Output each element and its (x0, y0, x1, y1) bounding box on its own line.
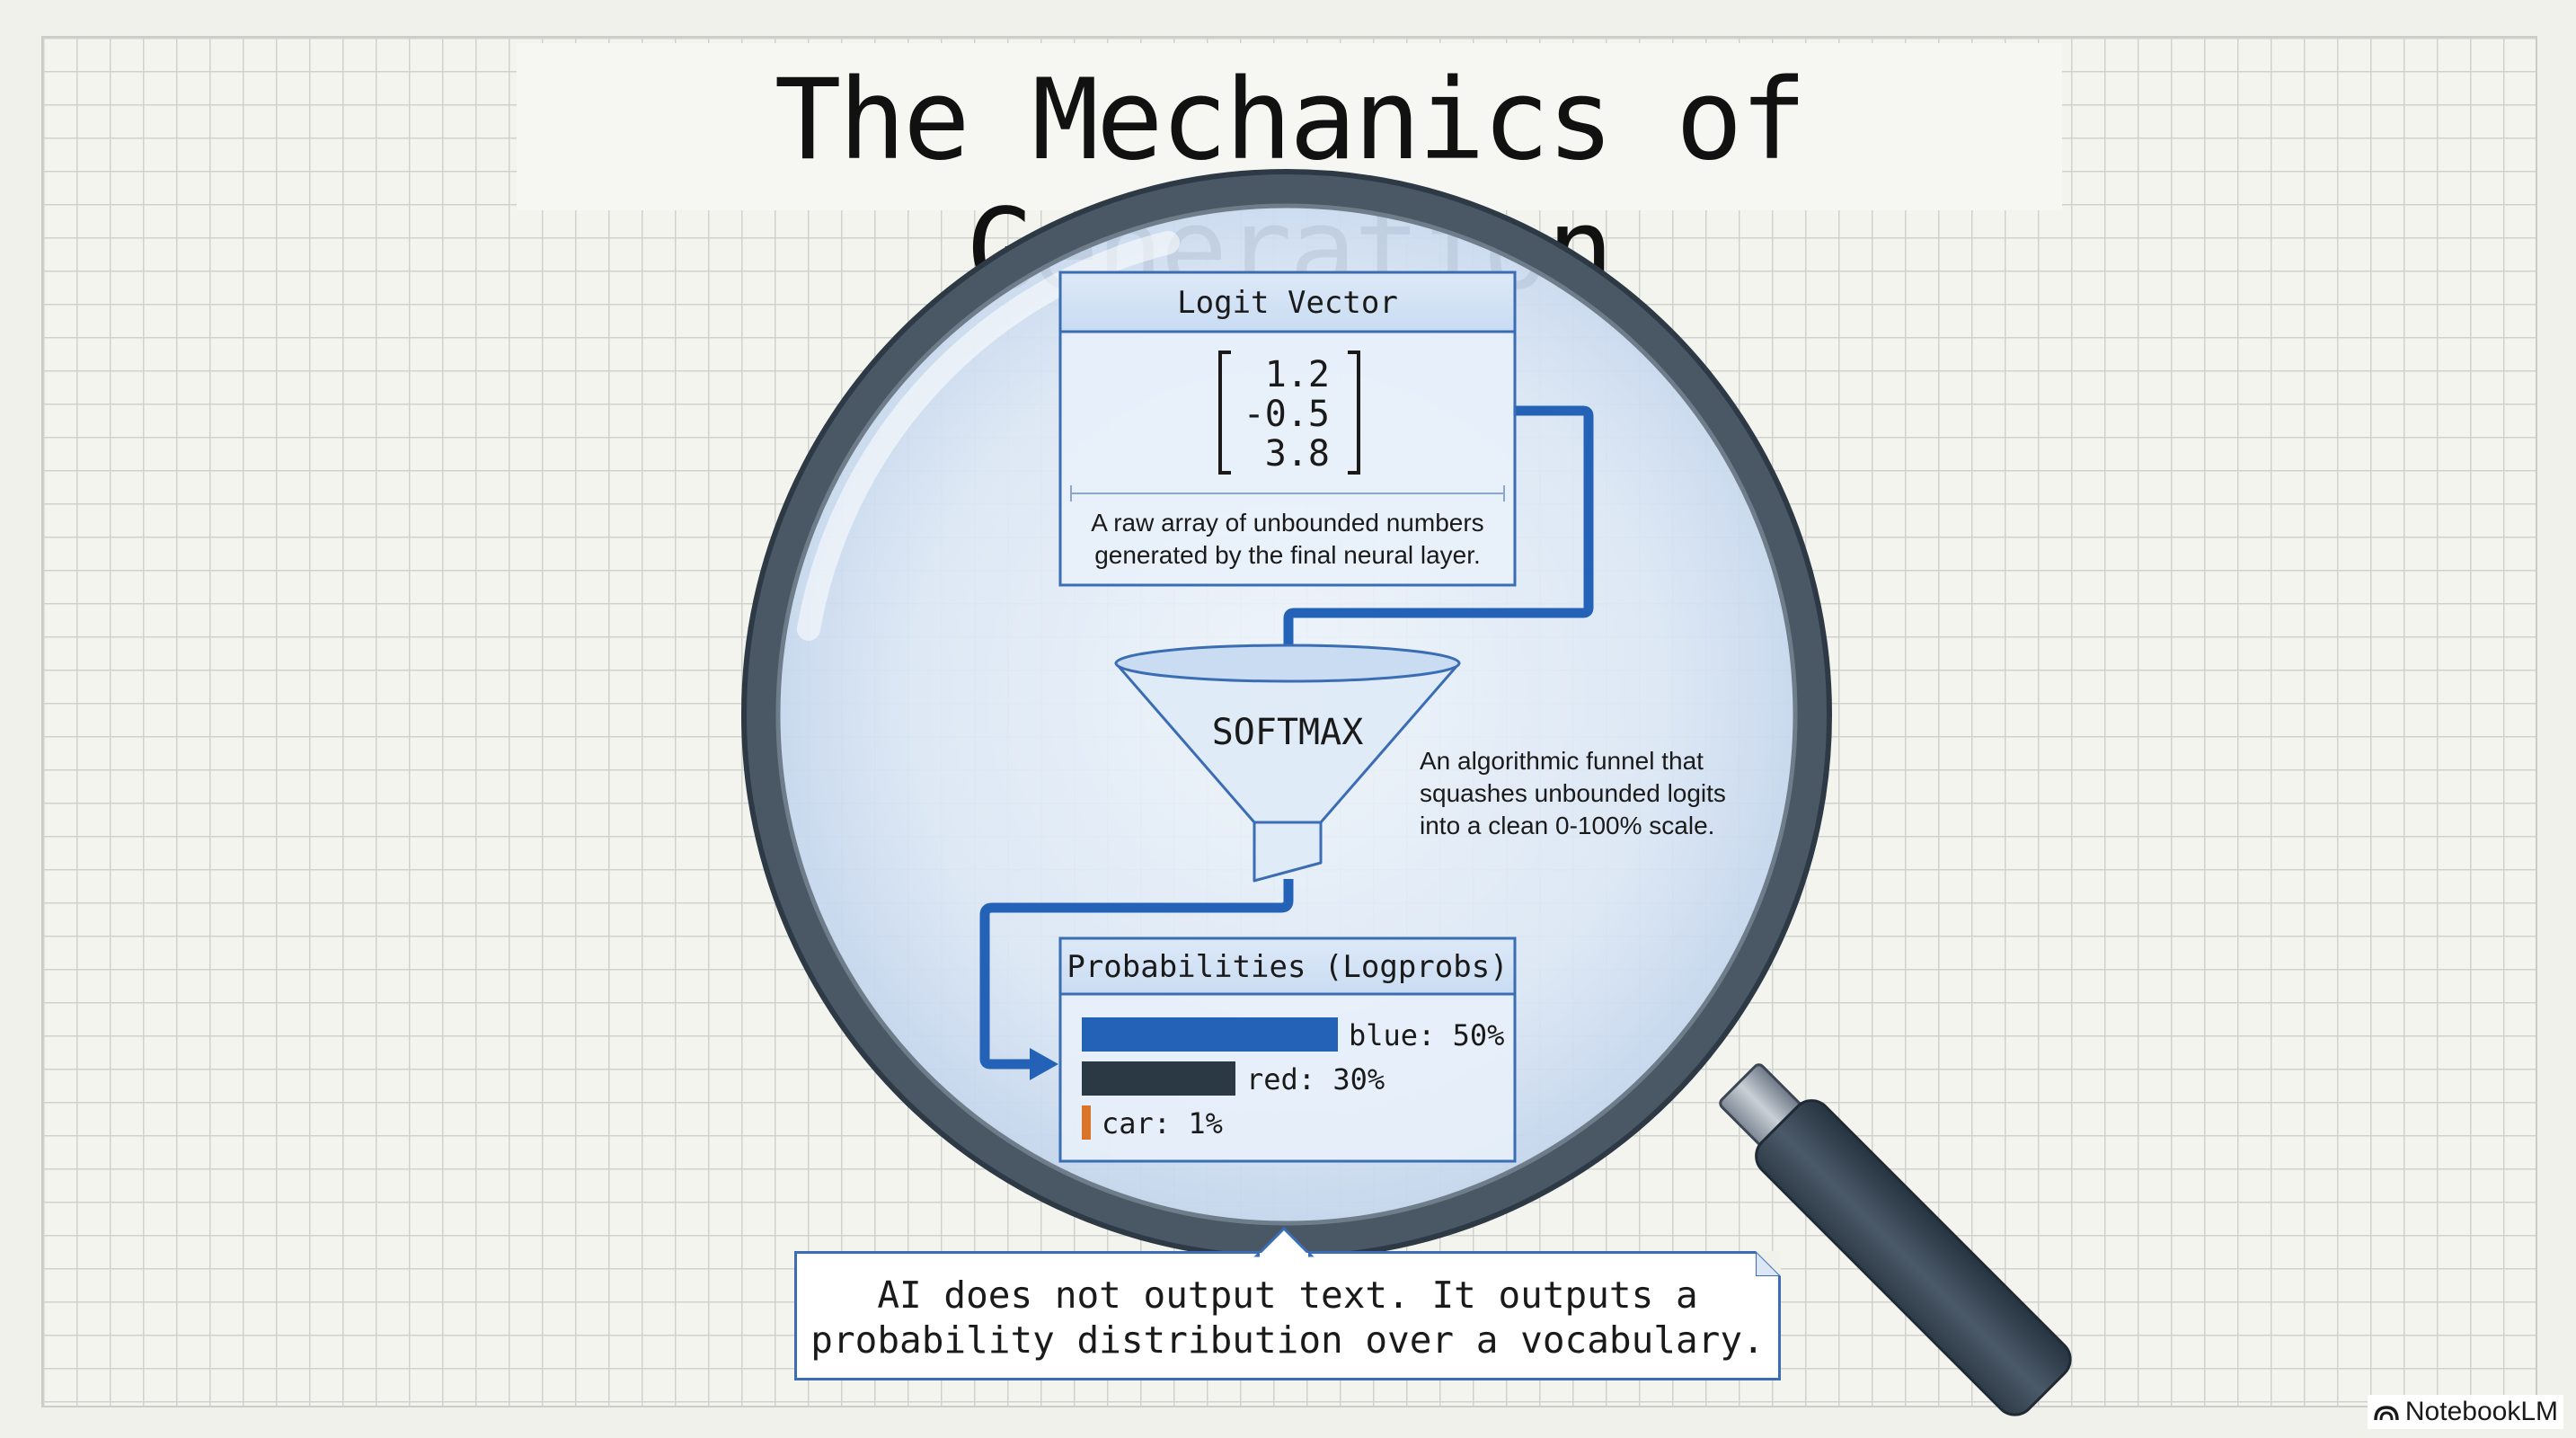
probability-bar (1082, 1105, 1091, 1140)
logit-description: A raw array of unbounded numbers (1091, 509, 1483, 537)
softmax-description: into a clean 0-100% scale. (1420, 812, 1714, 839)
matrix-right-bracket (1348, 351, 1360, 475)
connector-logits-to-softmax (1283, 405, 1594, 656)
connector-softmax-to-probabilities (979, 879, 1294, 1070)
logit-value: 3.8 (1265, 433, 1330, 475)
probability-label: car: 1% (1102, 1106, 1223, 1141)
probabilities-box: Probabilities (Logprobs) blue: 50% red: 3… (1058, 936, 1517, 1163)
matrix-left-bracket (1218, 351, 1231, 475)
softmax-description: An algorithmic funnel that (1420, 747, 1704, 775)
logit-vector-box: Logit Vector 1.2 -0.5 3.8 A raw array of… (1058, 271, 1517, 587)
probability-bars: blue: 50% red: 30% car: 1% (1082, 1017, 1504, 1141)
magnifier-handle (1719, 1063, 2072, 1416)
caption-line: AI does not output text. It outputs a (877, 1274, 1698, 1317)
lens-glare (797, 231, 1180, 641)
softmax-description: squashes unbounded logits (1420, 779, 1726, 807)
probability-label: red: 30% (1246, 1062, 1385, 1096)
logit-value: 1.2 (1265, 354, 1330, 395)
arrowhead-right (1030, 1048, 1058, 1080)
probability-bar (1082, 1017, 1338, 1052)
logit-vector-header: Logit Vector (1177, 285, 1398, 321)
caption-line: probability distribution over a vocabula… (810, 1318, 1765, 1362)
probability-label: blue: 50% (1349, 1018, 1504, 1052)
softmax-funnel: SOFTMAX (1114, 644, 1461, 883)
caption-callout: AI does not output text. It outputs a pr… (794, 1226, 1781, 1380)
callout-pointer (1253, 1226, 1315, 1260)
brand-name: NotebookLM (2404, 1397, 2558, 1426)
logit-value: -0.5 (1244, 394, 1330, 435)
notebooklm-logo-icon (2374, 1406, 2399, 1421)
probabilities-header: Probabilities (Logprobs) (1067, 949, 1508, 985)
softmax-label: SOFTMAX (1212, 712, 1364, 753)
page-corner-fold-icon (1756, 1251, 1781, 1276)
brand-badge: NotebookLM (2367, 1395, 2563, 1429)
probability-bar (1082, 1061, 1235, 1096)
logit-description: generated by the final neural layer. (1094, 541, 1481, 569)
